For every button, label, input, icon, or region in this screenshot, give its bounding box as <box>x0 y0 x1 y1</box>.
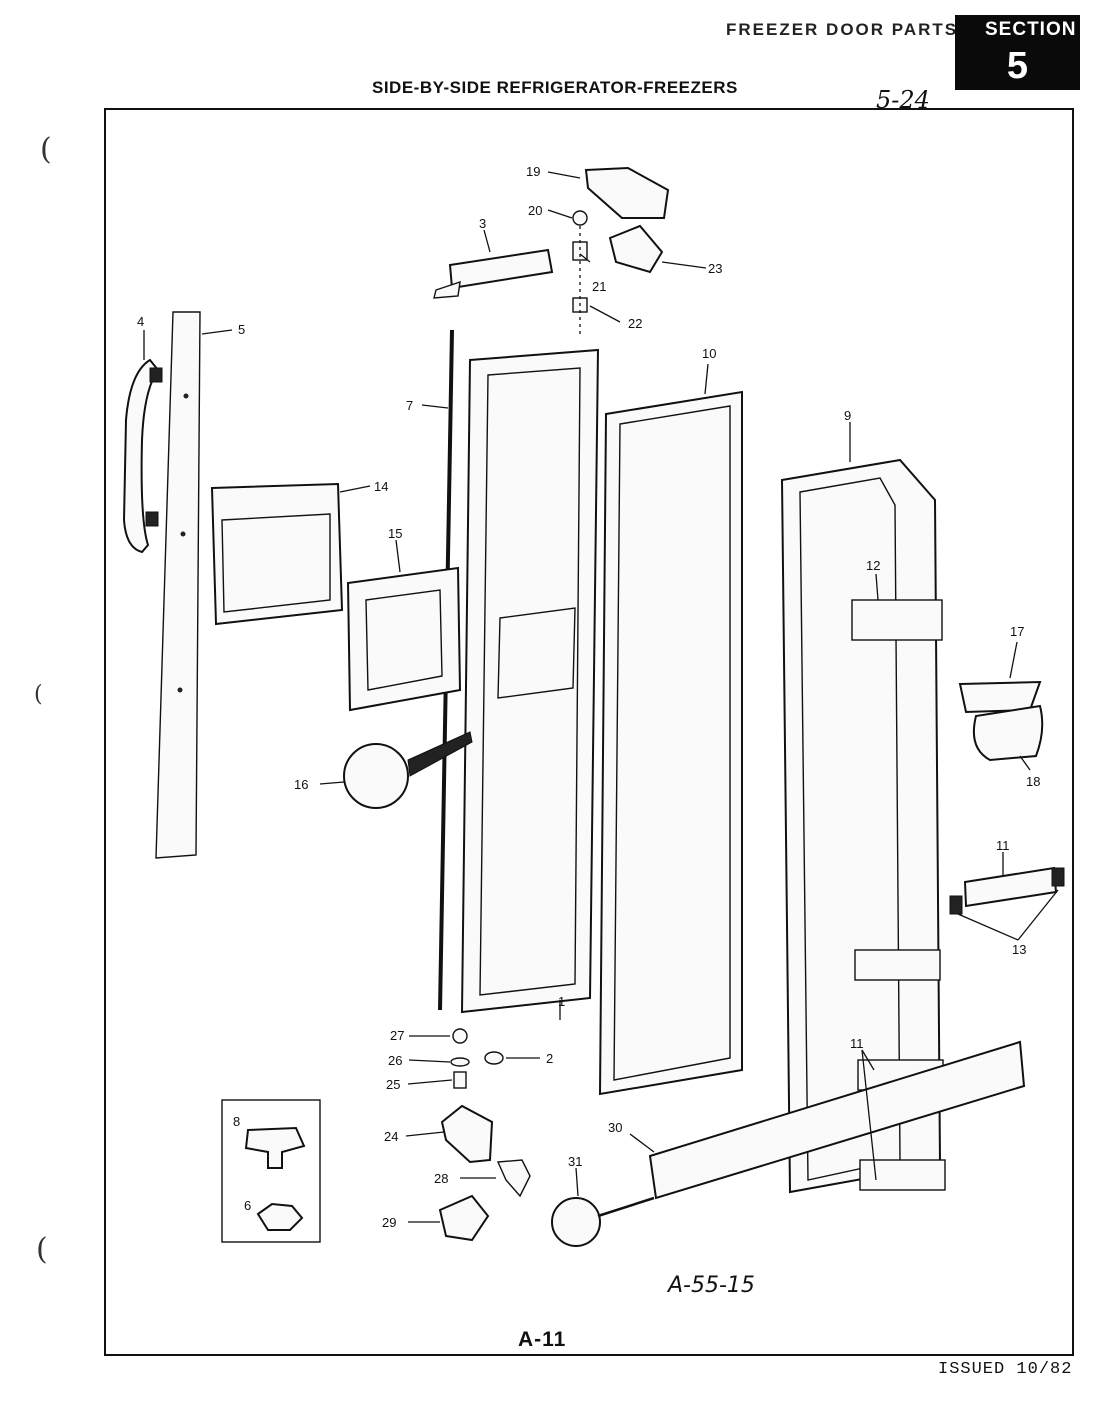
part-24-bracket <box>440 1104 494 1164</box>
page-title: SIDE-BY-SIDE REFRIGERATOR-FREEZERS <box>372 78 738 97</box>
part-23-hinge-plate <box>608 224 664 274</box>
drawing-code: A-55-15 <box>668 1273 755 1298</box>
callout-25: 25 <box>386 1077 400 1092</box>
section-number: 5 <box>1006 45 1029 87</box>
callout-21: 21 <box>592 279 606 294</box>
callout-11: 11 <box>996 838 1010 853</box>
part-16-detail-circle <box>343 743 409 809</box>
part-20-washer <box>572 210 588 226</box>
part-4-door-handle <box>122 358 160 554</box>
margin-mark: ( <box>36 1232 48 1267</box>
part-12-shelf-rail <box>851 599 943 641</box>
part-5-trim-strip <box>155 311 201 859</box>
callout-3: 3 <box>479 216 486 231</box>
part-31-detail-circle <box>551 1197 601 1247</box>
part-8-plug <box>244 1126 306 1169</box>
part-6-nut <box>256 1202 304 1231</box>
part-25-pin <box>453 1071 467 1089</box>
callout-9: 9 <box>844 408 851 423</box>
part-28-clip <box>496 1159 531 1198</box>
diagram-frame <box>104 108 1074 1356</box>
callout-19: 19 <box>526 164 540 179</box>
callout-31: 31 <box>568 1154 582 1169</box>
callout-16: 16 <box>294 777 308 792</box>
part-11-shelf-bar <box>963 866 1058 908</box>
callout-17: 17 <box>1010 624 1024 639</box>
part-3-hinge-arm <box>448 248 554 290</box>
callout-20: 20 <box>528 203 542 218</box>
callout-5: 5 <box>238 322 245 337</box>
issued-date: ISSUED 10/82 <box>938 1360 1073 1379</box>
part-18-bracket <box>972 704 1044 762</box>
callout-18: 18 <box>1026 774 1040 789</box>
leader-lines <box>143 171 1059 1223</box>
margin-mark: ( <box>34 682 43 707</box>
callout-11-lower: 11 <box>850 1036 864 1051</box>
section-badge: SECTION 5 <box>955 15 1080 90</box>
part-29-hinge-block <box>438 1194 490 1242</box>
callout-23: 23 <box>708 261 722 276</box>
callout-10: 10 <box>702 346 716 361</box>
callout-8: 8 <box>233 1114 240 1129</box>
callout-1: 1 <box>558 994 565 1009</box>
callout-15: 15 <box>388 526 402 541</box>
callout-4: 4 <box>137 314 144 329</box>
callout-29: 29 <box>382 1215 396 1230</box>
callout-12: 12 <box>866 558 880 573</box>
section-caption: FREEZER DOOR PARTS <box>726 20 959 39</box>
callout-26: 26 <box>388 1053 402 1068</box>
callout-14: 14 <box>374 479 388 494</box>
callout-13: 13 <box>1012 942 1026 957</box>
part-30-lower-trim <box>648 1040 1026 1200</box>
part-2-bushing <box>484 1051 504 1065</box>
part-26-washer <box>450 1057 470 1067</box>
callout-30: 30 <box>608 1120 622 1135</box>
page-code: A-11 <box>518 1328 567 1351</box>
section-label: SECTION <box>985 19 1077 40</box>
part-19-top-hinge <box>584 166 670 219</box>
margin-mark: ( <box>40 132 52 167</box>
callout-28: 28 <box>434 1171 448 1186</box>
callout-22: 22 <box>628 316 642 331</box>
callout-6: 6 <box>244 1198 251 1213</box>
part-27-screw <box>452 1028 468 1044</box>
callout-27: 27 <box>390 1028 404 1043</box>
callout-24: 24 <box>384 1129 398 1144</box>
callout-2: 2 <box>546 1051 553 1066</box>
callout-7: 7 <box>406 398 413 413</box>
